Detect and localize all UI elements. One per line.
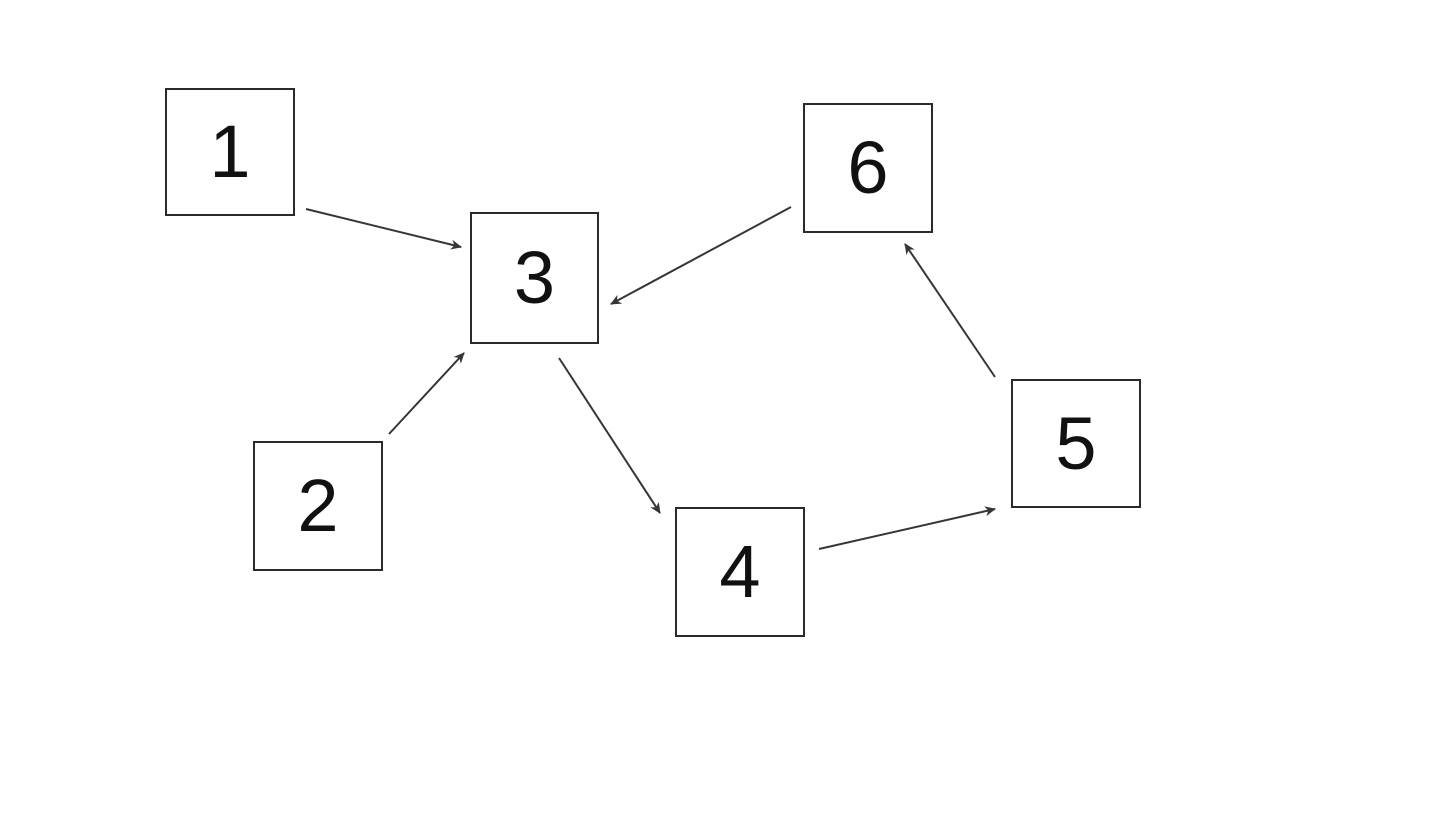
edge-arrow-3-to-4 xyxy=(558,357,661,514)
edge-arrow-1-to-3 xyxy=(305,208,462,250)
edge-arrow-4-to-5 xyxy=(818,506,996,550)
edge-arrow-6-to-3 xyxy=(610,206,792,305)
graph-node-3[interactable]: 3 xyxy=(470,212,599,344)
graph-node-label: 4 xyxy=(719,530,761,613)
graph-node-label: 2 xyxy=(297,464,339,547)
graph-node-2[interactable]: 2 xyxy=(253,441,383,571)
graph-node-4[interactable]: 4 xyxy=(675,507,805,637)
graph-node-label: 1 xyxy=(209,110,251,193)
graph-node-5[interactable]: 5 xyxy=(1011,379,1141,508)
graph-node-label: 5 xyxy=(1055,401,1097,485)
graph-node-label: 3 xyxy=(513,236,556,319)
graph-node-label: 6 xyxy=(847,126,889,209)
graph-node-6[interactable]: 6 xyxy=(803,103,933,233)
edge-arrow-2-to-3 xyxy=(388,352,465,435)
edge-arrow-5-to-6 xyxy=(904,243,996,378)
edge-group xyxy=(305,206,996,550)
graph-node-1[interactable]: 1 xyxy=(165,88,295,216)
